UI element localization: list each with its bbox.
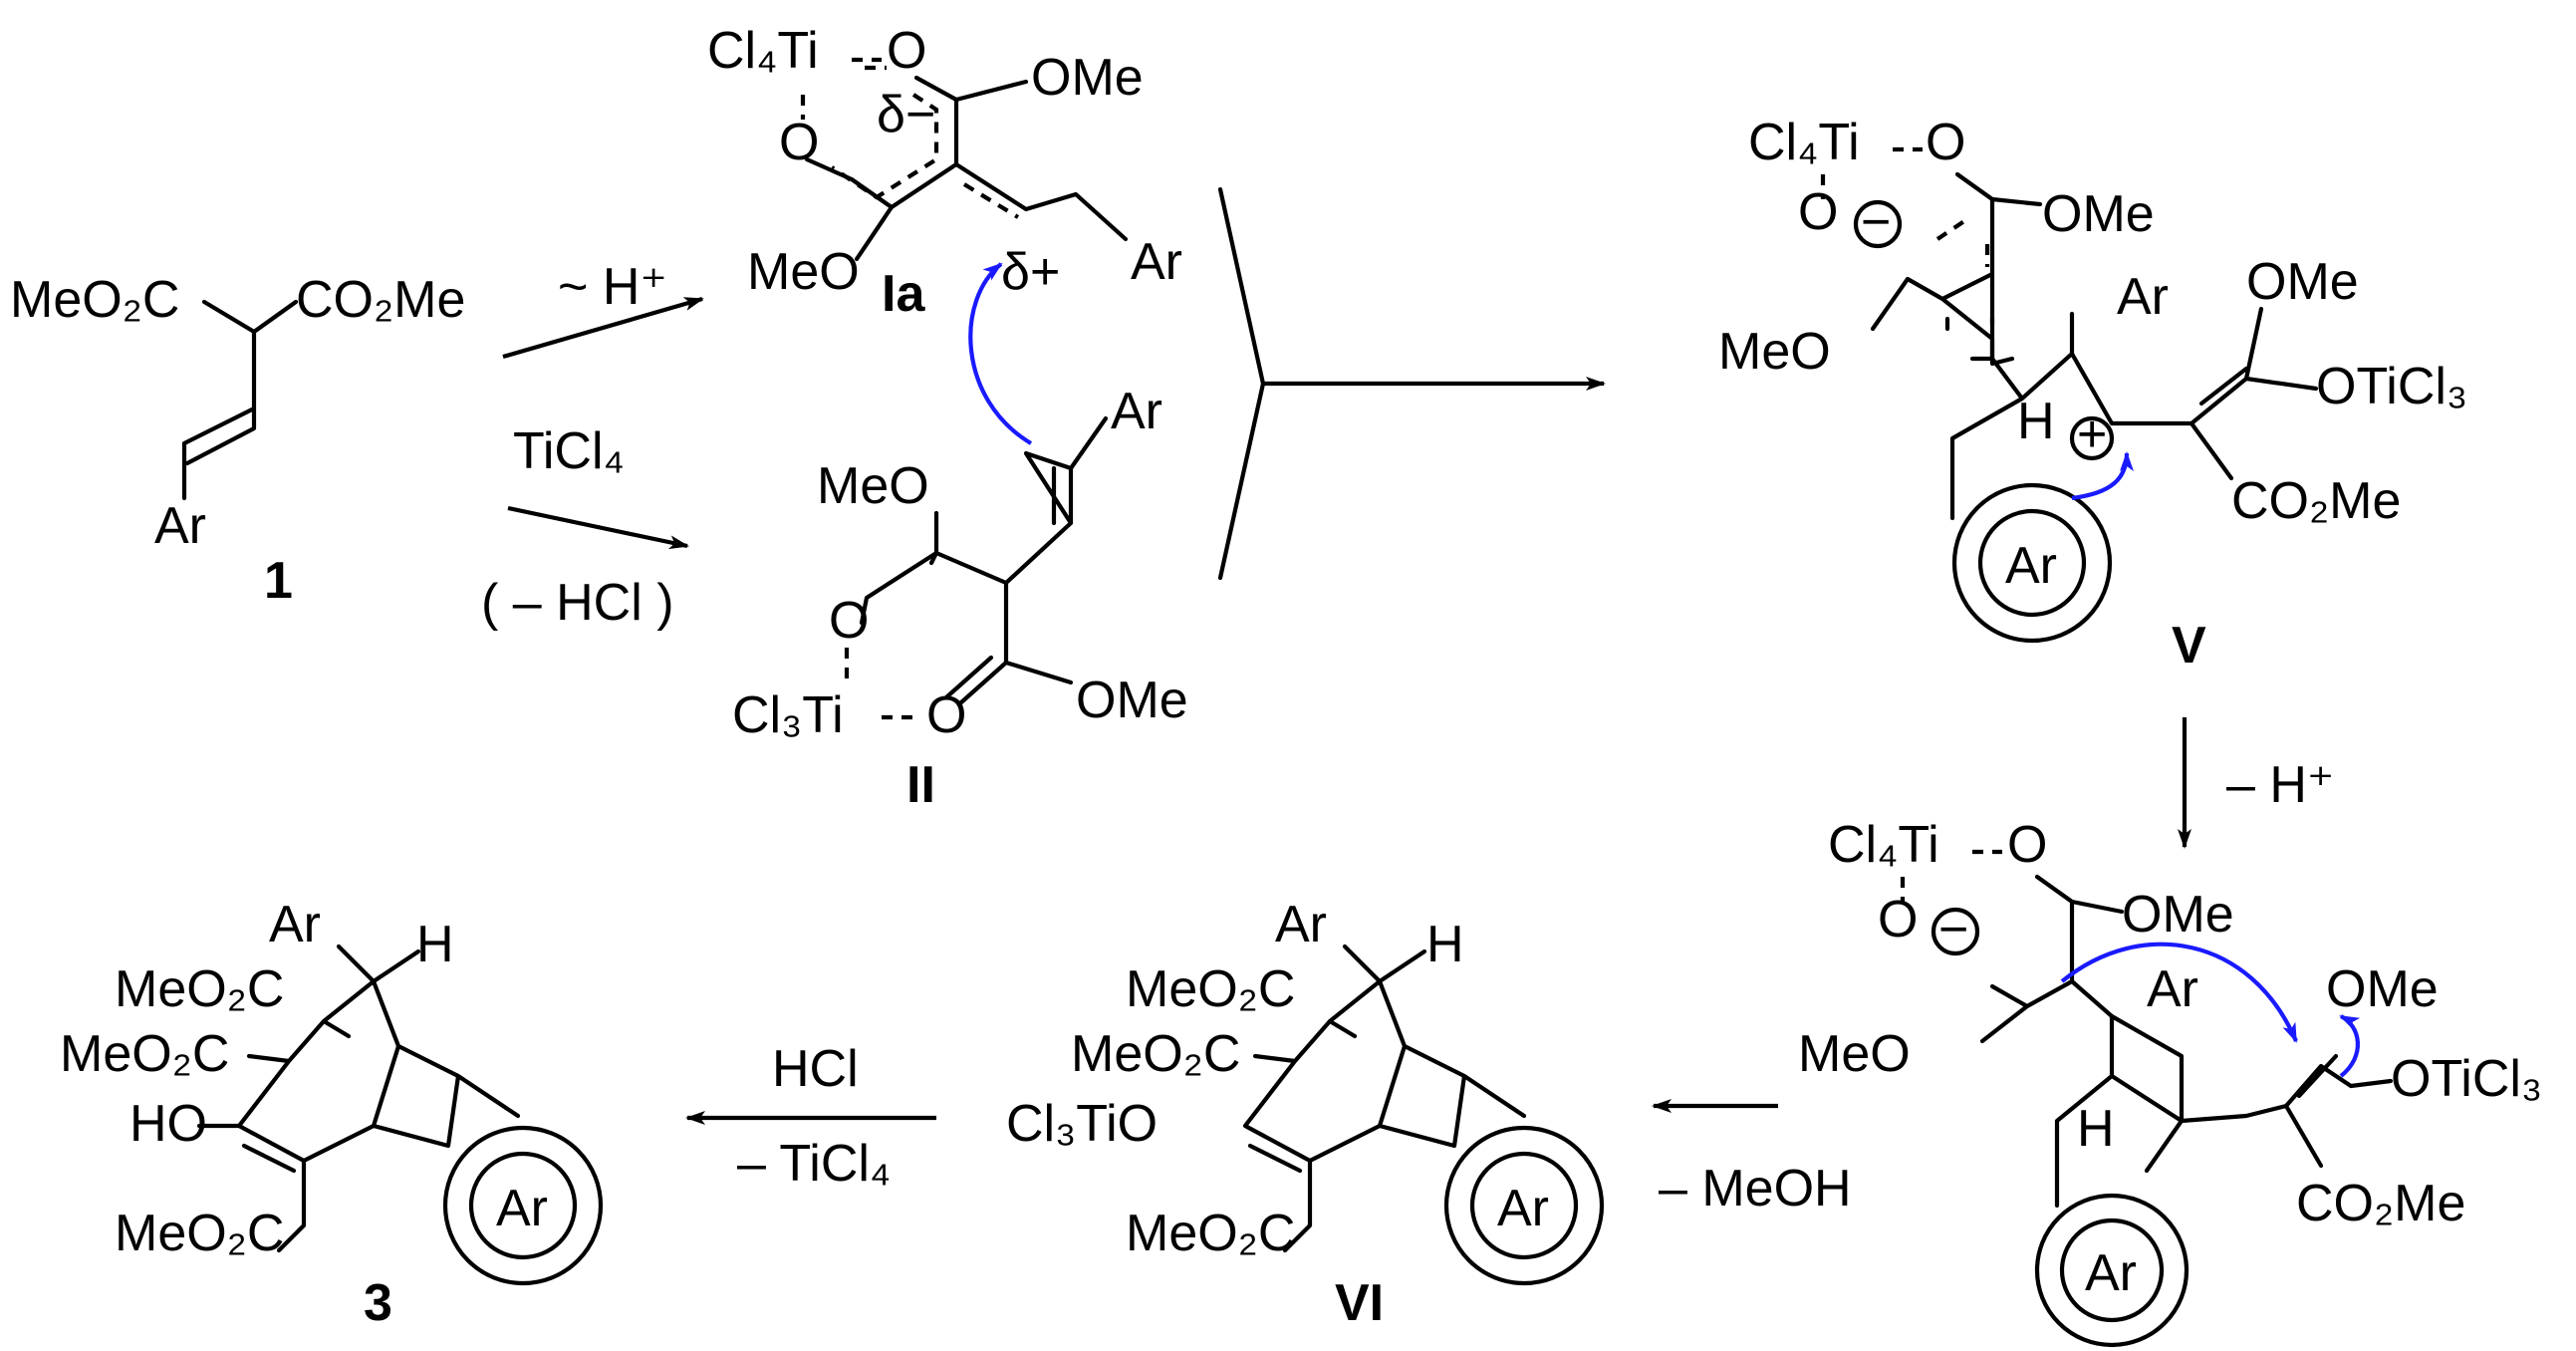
oxygen-label: O (1798, 183, 1838, 241)
ester-label: MeO₂C (1126, 960, 1295, 1018)
curved-electron-arrow (2339, 1014, 2361, 1078)
reagent-proton-shift: ~ H⁺ (558, 258, 667, 316)
ester-label: MeO₂C (115, 960, 284, 1018)
reagent-minus-meoh: – MeOH (1659, 1160, 1852, 1217)
aryl-label: Ar (154, 497, 206, 555)
aryl-ring-label: Ar (2085, 1244, 2137, 1302)
product-3: Ar H MeO₂C MeO₂C HO MeO₂C Ar 3 (60, 896, 604, 1332)
ester-label: CO₂Me (296, 271, 465, 329)
arene-ring (1951, 482, 2113, 644)
delta-minus-label: δ− (877, 86, 935, 143)
intermediate-label: Ia (882, 265, 925, 323)
methoxy-label: OMe (2042, 185, 2155, 243)
titanium-label: Cl₄Ti (707, 22, 819, 80)
ester-label: MeO₂C (10, 271, 179, 329)
arene-inner-circle (468, 1151, 578, 1260)
aryl-ring-label: Ar (496, 1180, 548, 1237)
intermediate-label: II (906, 756, 935, 814)
arene-inner-circle (1469, 1151, 1579, 1260)
methoxy-label: MeO (817, 457, 929, 515)
titanium-label: Cl₃Ti (732, 686, 844, 744)
enol-label: HO (129, 1095, 207, 1153)
arene-ring (2034, 1193, 2190, 1348)
methoxy-label: MeO (1718, 323, 1831, 381)
arene-ring (1443, 1125, 1605, 1286)
aryl-ring-label: Ar (2005, 537, 2057, 595)
oxygen-label: O (887, 22, 926, 80)
anion-charge (1931, 907, 1980, 956)
aryl-label: Ar (1111, 383, 1162, 440)
ester-label: CO₂Me (2296, 1175, 2465, 1232)
reagent-minus-h: – H⁺ (2226, 756, 2334, 814)
methoxy-label: OMe (2246, 253, 2359, 311)
curved-electron-arrow (2071, 451, 2134, 501)
ester-label: CO₂Me (2231, 472, 2401, 530)
curved-electron-arrow (968, 262, 1033, 445)
intermediate-Ia: Cl₄Ti O O OMe MeO Ar δ− δ+ Ia (707, 22, 1182, 323)
hydrogen-label: H (2017, 393, 2055, 450)
arene-inner-circle (2059, 1217, 2165, 1323)
titanium-label: Cl₄Ti (1748, 114, 1860, 171)
compound-number: 1 (264, 552, 293, 610)
reagents-step-meoh: – MeOH (1652, 1099, 1852, 1217)
reagent-minus-ticl4: – TiCl₄ (737, 1135, 891, 1193)
reagents-step-1: ~ H⁺ TiCl₄ ( – HCl ) (481, 258, 704, 632)
ester-label: MeO₂C (60, 1025, 229, 1083)
arene-inner-circle (1977, 508, 2087, 618)
ester-label: MeO₂C (1126, 1205, 1295, 1262)
ester-label: MeO₂C (115, 1205, 284, 1262)
merge-arrow (1217, 186, 1606, 581)
intermediate-label: V (2172, 617, 2206, 675)
oxygen-label: O (2007, 816, 2047, 874)
hydrogen-label: H (416, 916, 454, 973)
titanium-label: Cl₄Ti (1828, 816, 1939, 874)
aryl-label: Ar (269, 896, 321, 953)
aryl-label: Ar (2117, 268, 2169, 326)
charge-label: − (1861, 193, 1891, 251)
intermediate-cyclized: Cl₄Ti O O − OMe MeO Ar H OMe OTiCl₃ CO₂M… (1798, 816, 2542, 1348)
oxygen-label: O (1878, 891, 1918, 948)
arene-ring (442, 1125, 604, 1286)
hydrogen-label: H (2077, 1100, 2115, 1158)
aryl-label: Ar (1275, 896, 1327, 953)
intermediate-label: VI (1335, 1274, 1384, 1332)
enol-label: Cl₃TiO (1006, 1095, 1158, 1153)
methoxy-label: OMe (1031, 49, 1144, 107)
aryl-ring-label: Ar (1497, 1180, 1549, 1237)
intermediate-VI: Ar H MeO₂C MeO₂C Cl₃TiO MeO₂C Ar VI (1006, 896, 1605, 1332)
otiCl3-label: OTiCl₃ (2391, 1050, 2542, 1108)
reaction-arrow (507, 505, 689, 550)
reagent-ticl4: TiCl₄ (513, 422, 625, 480)
hydrogen-label: H (1426, 916, 1464, 973)
aryl-label: Ar (2147, 960, 2198, 1018)
charge-label: + (2077, 405, 2107, 463)
aryl-label: Ar (1131, 233, 1182, 291)
methoxy-label: OMe (2326, 960, 2439, 1018)
methoxy-label: OMe (1076, 672, 1188, 729)
ester-label: MeO₂C (1071, 1025, 1240, 1083)
methoxy-label: MeO (747, 243, 860, 301)
curved-electron-arrow (2060, 942, 2298, 1043)
reaction-arrow (502, 296, 704, 360)
intermediate-V: Cl₄Ti O O OMe MeO − Ar H + OMe OTiCl₃ CO… (1718, 114, 2467, 675)
cation-charge (2069, 415, 2115, 461)
charge-label: − (1938, 901, 1968, 958)
reagent-minus-hcl: ( – HCl ) (481, 574, 674, 632)
anion-charge (1853, 199, 1903, 249)
compound-1: MeO₂C CO₂Me Ar 1 (10, 271, 465, 610)
oxygen-label: O (1926, 114, 1965, 171)
reagent-hcl: HCl (772, 1040, 859, 1098)
methoxy-label: OMe (2122, 886, 2234, 944)
otiCl3-label: OTiCl₃ (2316, 358, 2467, 415)
delta-plus-label: δ+ (1001, 243, 1060, 301)
reagents-step-deprotonation: – H⁺ (2178, 717, 2334, 849)
intermediate-II: Ar MeO O Cl₃Ti O OMe II (732, 383, 1188, 814)
compound-number: 3 (364, 1274, 392, 1332)
reagents-step-hcl: HCl – TiCl₄ (685, 1040, 936, 1193)
methoxy-label: MeO (1798, 1025, 1911, 1083)
